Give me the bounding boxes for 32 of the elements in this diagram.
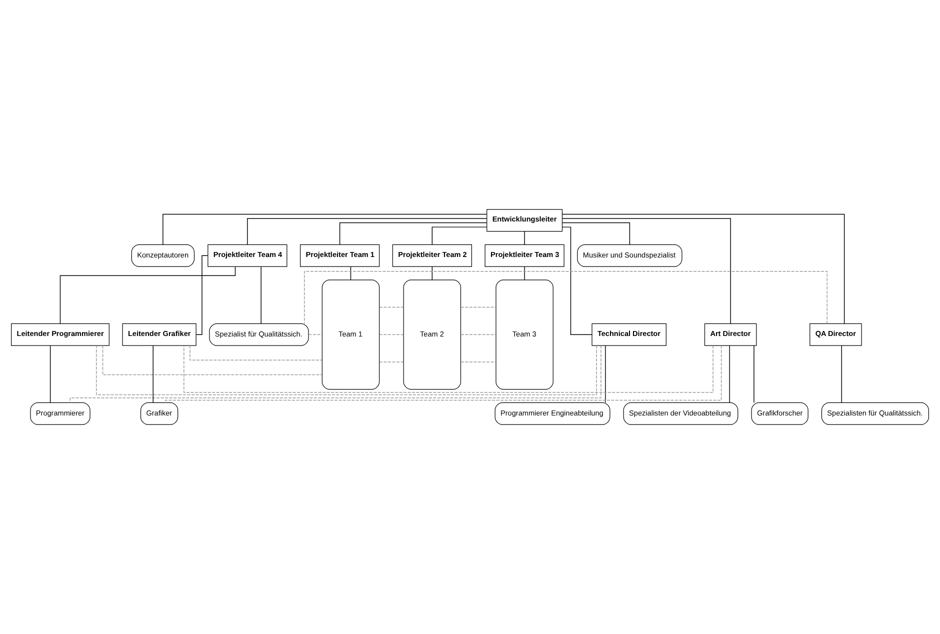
connector [70, 345, 602, 404]
connector [562, 222, 630, 245]
connector [50, 345, 51, 403]
connector [350, 266, 352, 280]
connector [152, 345, 154, 403]
connector [60, 266, 236, 324]
connector [379, 334, 404, 335]
connector [184, 345, 714, 393]
connector [165, 345, 722, 403]
connector [379, 306, 404, 308]
connector [524, 266, 525, 280]
connector [841, 345, 842, 403]
connector [304, 271, 828, 324]
connector [729, 345, 730, 403]
connector [524, 230, 525, 245]
connector [460, 306, 496, 308]
connector [432, 226, 488, 246]
connector [605, 345, 606, 403]
connector [339, 222, 488, 245]
connector [190, 345, 322, 361]
connector [260, 266, 262, 324]
connector [460, 334, 496, 335]
connector [308, 334, 322, 335]
connector [562, 226, 592, 335]
connector [562, 218, 731, 324]
connector [102, 345, 322, 376]
connector [432, 266, 433, 280]
connector [247, 218, 487, 245]
connector [562, 214, 845, 324]
connector [196, 255, 208, 335]
connector [162, 214, 488, 245]
connector [96, 345, 597, 396]
